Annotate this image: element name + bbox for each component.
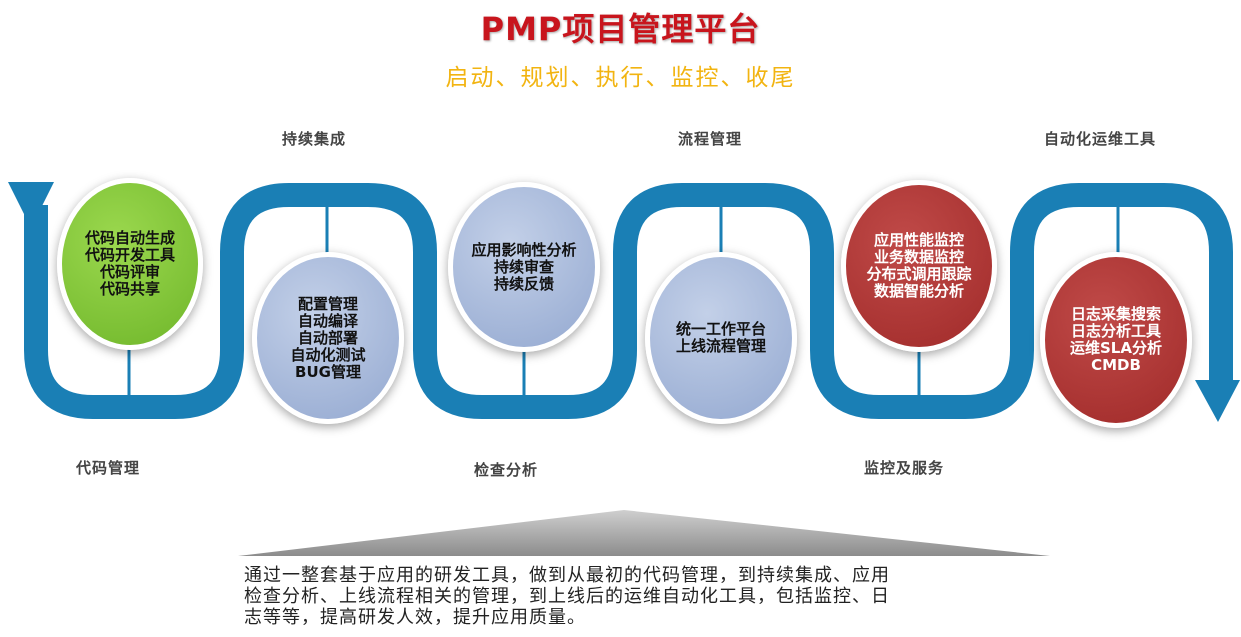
circle-item: 代码开发工具: [84, 246, 175, 264]
description-text: 通过一整套基于应用的研发工具，做到从最初的代码管理，到持续集成、应用 检查分析、…: [244, 565, 1044, 628]
spotlight-shape: [238, 510, 1050, 556]
flow-ribbon: [24, 183, 1233, 419]
circle-item: CMDB: [1091, 356, 1141, 374]
description-line: 通过一整套基于应用的研发工具，做到从最初的代码管理，到持续集成、应用: [244, 565, 890, 586]
stage-label-monitoring-service: 监控及服务: [864, 459, 945, 477]
circle-process-management: 统一工作平台 上线流程管理: [645, 252, 797, 424]
circle-item: 持续反馈: [493, 274, 554, 293]
page-subtitle: 启动、规划、执行、监控、收尾: [445, 65, 796, 91]
page-title: PMP项目管理平台: [480, 10, 761, 48]
circle-item: 应用性能监控: [873, 231, 964, 249]
circle-continuous-integration: 配置管理 自动编译 自动部署 自动化测试 BUG管理: [252, 252, 404, 424]
circle-item: 自动编译: [297, 311, 358, 330]
circle-item: BUG管理: [295, 362, 361, 381]
circle-item: 代码评审: [99, 263, 160, 281]
circle-item: 应用影响性分析: [471, 240, 577, 259]
circle-item: 日志分析工具: [1070, 322, 1161, 340]
circle-monitoring-service: 应用性能监控 业务数据监控 分布式调用跟踪 数据智能分析: [841, 180, 997, 352]
circle-item: 配置管理: [297, 294, 358, 313]
stage-label-process-management: 流程管理: [678, 130, 743, 148]
circle-item: 业务数据监控: [873, 248, 964, 266]
circle-item: 运维SLA分析: [1070, 339, 1162, 357]
stage-label-ops-tools: 自动化运维工具: [1044, 130, 1157, 148]
stage-label-continuous-integration: 持续集成: [282, 130, 347, 148]
description-line: 检查分析、上线流程相关的管理，到上线后的运维自动化工具，包括监控、日: [244, 586, 890, 607]
start-arrow-icon: [8, 182, 54, 228]
stage-label-inspection-analysis: 检查分析: [474, 461, 539, 479]
circle-item: 分布式调用跟踪: [866, 265, 972, 283]
circle-item: 代码自动生成: [84, 229, 175, 247]
circle-item: 统一工作平台: [675, 320, 766, 338]
description-line: 志等等，提高研发人效，提升应用质量。: [244, 607, 586, 628]
circle-inspection-analysis: 应用影响性分析 持续审查 持续反馈: [448, 182, 600, 352]
circle-item: 自动化测试: [290, 345, 366, 364]
circle-ops-tools: 日志采集搜索 日志分析工具 运维SLA分析 CMDB: [1040, 252, 1192, 428]
circle-item: 持续审查: [493, 257, 554, 276]
circle-item: 自动部署: [297, 328, 358, 347]
circle-item: 代码共享: [99, 280, 160, 298]
circle-item: 上线流程管理: [675, 337, 766, 355]
stage-label-code-management: 代码管理: [76, 459, 141, 477]
end-arrow-icon: [1195, 380, 1240, 422]
circle-item: 日志采集搜索: [1070, 305, 1161, 323]
circle-code-management: 代码自动生成 代码开发工具 代码评审 代码共享: [57, 178, 203, 350]
circle-item: 数据智能分析: [873, 282, 964, 300]
